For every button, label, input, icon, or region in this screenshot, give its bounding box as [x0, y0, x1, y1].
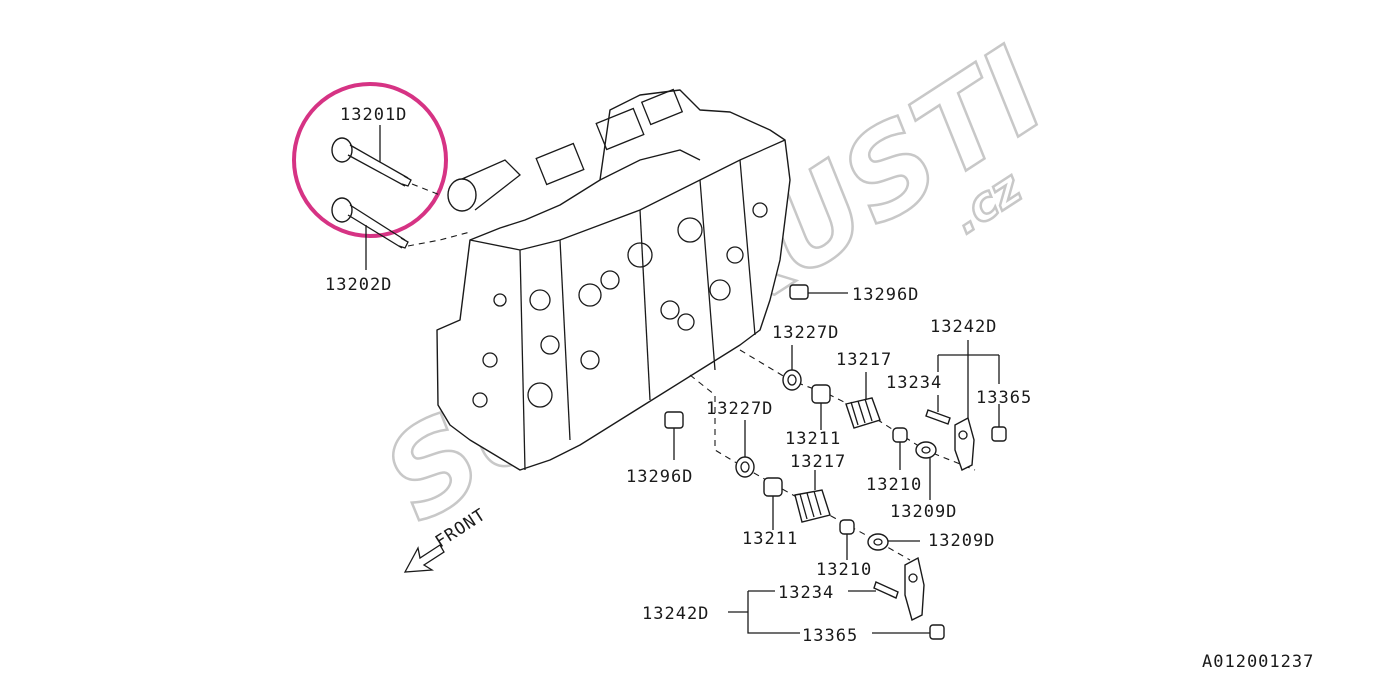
adjust-screw-upper [925, 409, 951, 425]
label-13217-lower: 13217 [790, 452, 846, 472]
label-13234-lower: 13234 [778, 583, 834, 603]
rocker-arm-lower [904, 556, 925, 622]
reference-code: A012001237 [1202, 652, 1314, 672]
label-13242D-upper: 13242D [930, 317, 997, 337]
seal-lower [735, 456, 755, 478]
seal-upper [782, 369, 802, 391]
label-13211-upper: 13211 [785, 429, 841, 449]
spring-upper [845, 397, 881, 429]
label-13296D-upper: 13296D [852, 285, 919, 305]
label-13202D: 13202D [325, 275, 392, 295]
label-13217-upper: 13217 [836, 350, 892, 370]
label-13210-upper: 13210 [866, 475, 922, 495]
nut-upper [991, 426, 1007, 442]
cotter-lower [839, 519, 855, 535]
rocker-arm-upper [954, 416, 975, 471]
label-13209D-lower: 13209D [928, 531, 995, 551]
retainer-upper [811, 384, 831, 404]
washer-upper [915, 441, 937, 459]
label-13210-lower: 13210 [816, 560, 872, 580]
intake-valve [331, 137, 412, 187]
label-13201D: 13201D [340, 105, 407, 125]
highlight-circle [292, 82, 448, 238]
nut-lower [929, 624, 945, 640]
label-13365-upper: 13365 [976, 388, 1032, 408]
cylinder-head [436, 88, 791, 471]
exhaust-valve [331, 197, 409, 249]
label-13365-lower: 13365 [802, 626, 858, 646]
spring-lower [794, 489, 831, 523]
label-13242D-lower: 13242D [642, 604, 709, 624]
plug-lower [664, 411, 684, 429]
washer-lower [867, 533, 889, 551]
label-13296D-lower: 13296D [626, 467, 693, 487]
label-13227D-lower: 13227D [706, 399, 773, 419]
label-13209D-upper: 13209D [890, 502, 957, 522]
cotter-upper [892, 427, 908, 443]
label-13234-upper: 13234 [886, 373, 942, 393]
retainer-lower [763, 477, 783, 497]
plug-upper [789, 284, 809, 300]
adjust-screw-lower [873, 581, 899, 599]
label-13227D-upper: 13227D [772, 323, 839, 343]
label-13211-lower: 13211 [742, 529, 798, 549]
